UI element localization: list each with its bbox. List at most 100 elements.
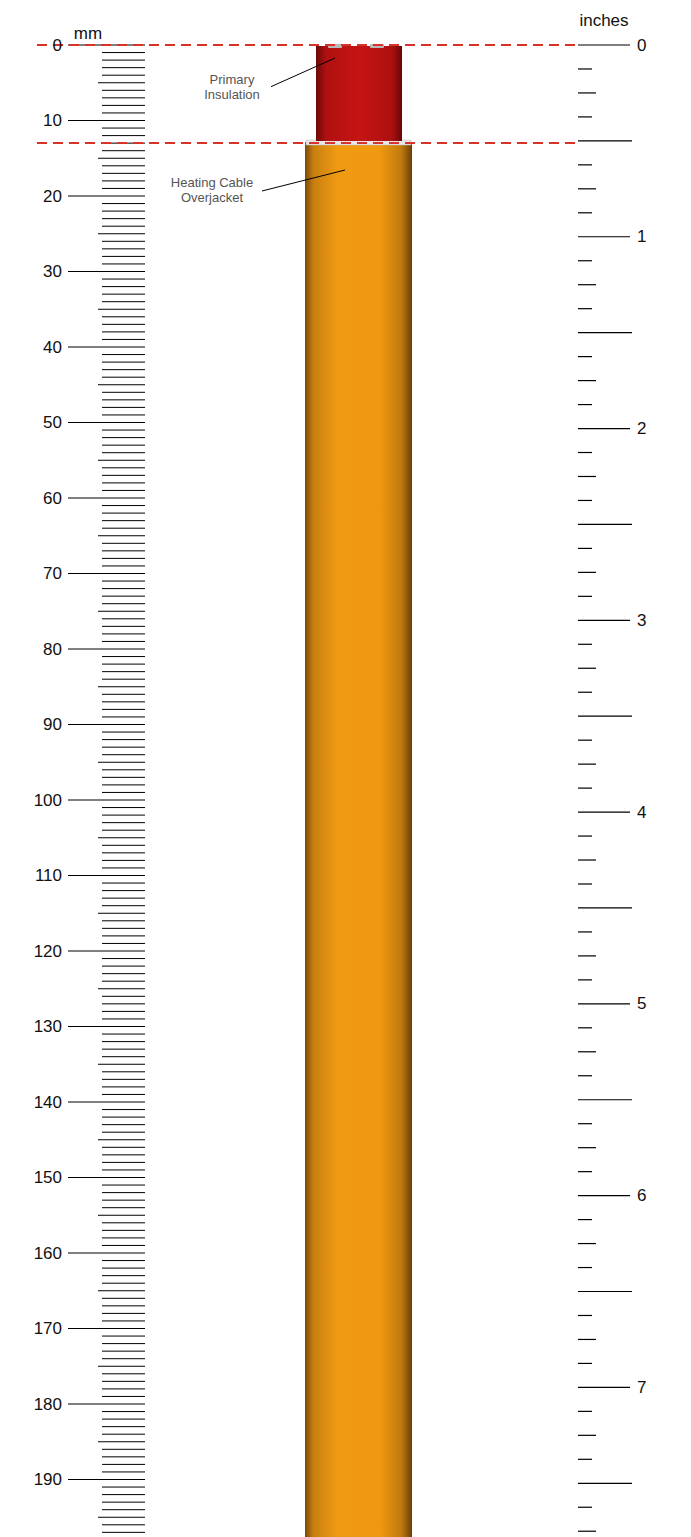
mm-tick [102, 543, 145, 544]
part-label: Heating Cable Overjacket [162, 175, 262, 207]
inch-tick [578, 1075, 592, 1076]
mm-tick [102, 414, 145, 415]
mm-tick [102, 1207, 145, 1208]
inch-tick [578, 1195, 630, 1196]
mm-tick [102, 377, 145, 378]
inch-tick [578, 1387, 630, 1388]
mm-tick [102, 445, 145, 446]
inch-tick [578, 1003, 630, 1004]
inch-tick [578, 1483, 632, 1484]
mm-number: 50 [43, 414, 62, 431]
mm-tick [102, 852, 145, 853]
mm-tick [102, 1464, 145, 1465]
mm-tick [68, 196, 145, 197]
inch-tick [578, 835, 592, 836]
unit-label: inches [579, 12, 628, 29]
mm-tick [102, 664, 145, 665]
mm-tick [102, 1381, 145, 1382]
mm-tick [102, 248, 145, 249]
mm-tick [68, 120, 145, 121]
mm-tick [102, 75, 145, 76]
mm-tick [102, 430, 145, 431]
mm-tick [102, 1094, 145, 1095]
mm-tick [102, 1079, 145, 1080]
mm-tick [98, 611, 145, 612]
mm-tick [98, 1517, 145, 1518]
mm-tick [102, 1056, 145, 1057]
mm-tick [102, 324, 145, 325]
inch-tick [578, 1531, 596, 1532]
mm-tick [98, 1139, 145, 1140]
mm-tick [102, 981, 145, 982]
mm-tick [102, 830, 145, 831]
mm-tick [102, 475, 145, 476]
mm-tick [102, 1154, 145, 1155]
mm-tick [102, 701, 145, 702]
mm-tick [102, 211, 145, 212]
mm-tick [102, 150, 145, 151]
mm-tick [68, 875, 145, 876]
mm-tick [98, 309, 145, 310]
mm-tick [102, 1411, 145, 1412]
inch-tick [578, 452, 592, 453]
mm-number: 150 [34, 1169, 62, 1186]
mm-tick [102, 618, 145, 619]
mm-tick [68, 1102, 145, 1103]
mm-tick [98, 913, 145, 914]
inch-tick [578, 500, 592, 501]
inch-tick [578, 548, 592, 549]
mm-tick [102, 241, 145, 242]
mm-tick [102, 1237, 145, 1238]
mm-tick [102, 777, 145, 778]
mm-tick [102, 90, 145, 91]
inch-tick [578, 1171, 592, 1172]
inch-tick [578, 188, 596, 189]
mm-tick [102, 558, 145, 559]
inch-number: 7 [637, 1379, 646, 1396]
mm-tick [102, 452, 145, 453]
mm-number: 0 [53, 37, 62, 54]
mm-tick [102, 1305, 145, 1306]
mm-tick [102, 1471, 145, 1472]
mm-tick [102, 294, 145, 295]
mm-tick [102, 1494, 145, 1495]
mm-tick [102, 1358, 145, 1359]
overjacket [305, 142, 412, 1537]
mm-tick [102, 369, 145, 370]
mm-tick [102, 1162, 145, 1163]
inch-tick [578, 1267, 592, 1268]
inch-tick [578, 740, 592, 741]
mm-tick [98, 158, 145, 159]
mm-tick [102, 173, 145, 174]
mm-tick [102, 362, 145, 363]
inch-tick [578, 404, 592, 405]
mm-tick [102, 490, 145, 491]
inch-tick [578, 92, 596, 93]
mm-tick [102, 973, 145, 974]
inch-number: 2 [637, 420, 646, 437]
mm-tick [102, 747, 145, 748]
mm-tick [102, 52, 145, 53]
mm-tick [98, 988, 145, 989]
inch-number: 6 [637, 1187, 646, 1204]
mm-tick [102, 188, 145, 189]
mm-tick [102, 1351, 145, 1352]
mm-tick [98, 1064, 145, 1065]
mm-tick [102, 739, 145, 740]
inch-number: 0 [637, 37, 646, 54]
mm-tick [98, 1366, 145, 1367]
mm-tick [102, 1169, 145, 1170]
mm-tick [102, 935, 145, 936]
mm-tick [98, 1290, 145, 1291]
inch-tick [578, 476, 596, 477]
mm-tick [68, 573, 145, 574]
mm-tick [102, 596, 145, 597]
leader-line [262, 170, 345, 191]
mm-tick [102, 226, 145, 227]
mm-tick [102, 203, 145, 204]
mm-tick [102, 754, 145, 755]
mm-tick [102, 679, 145, 680]
inch-tick [578, 44, 630, 45]
mm-tick [102, 1396, 145, 1397]
mm-tick [68, 1253, 145, 1254]
